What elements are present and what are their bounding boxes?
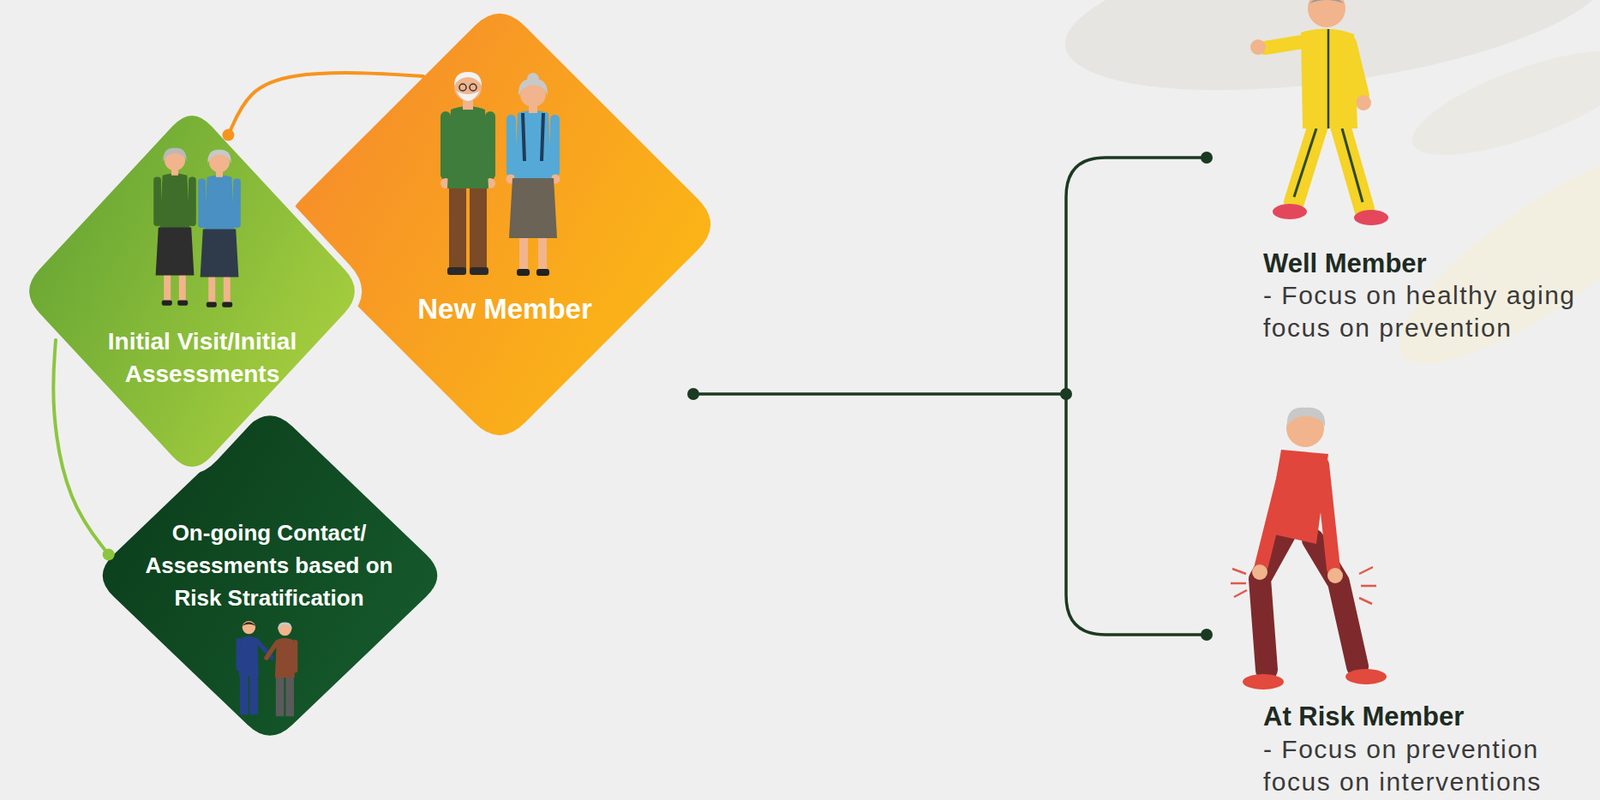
walking-man-figure <box>1294 119 1320 203</box>
node-label: Initial Visit/Initial Assessments <box>69 325 336 391</box>
walking-man-figure <box>1300 28 1358 129</box>
knee-pain-figure <box>1322 464 1334 570</box>
member-focus-note: - Focus on prevention focus on intervent… <box>1263 733 1589 799</box>
walking-man-figure <box>1307 0 1346 28</box>
walking-man-figure <box>1250 39 1266 55</box>
knee-pain-figure <box>1287 407 1325 427</box>
knee-pain-figure <box>1327 568 1343 584</box>
diamond-shape <box>101 413 440 738</box>
walking-man-figure <box>1272 203 1307 220</box>
node-text-block: Initial Visit/Initial Assessments <box>69 325 336 391</box>
walking-man-figure <box>1309 0 1344 4</box>
node-label: New Member <box>333 292 677 327</box>
bracket-dot <box>1200 151 1213 164</box>
diamond-outline <box>275 0 725 450</box>
node-label: On-going Contact/ Assessments based on R… <box>131 516 407 615</box>
branch-bracket <box>1066 157 1207 636</box>
knee-pain-figure <box>1242 674 1284 690</box>
walking-man-figure <box>1354 209 1389 226</box>
knee-pain-figure <box>1259 533 1286 671</box>
background-leaf <box>1054 0 1600 120</box>
ongoing-contact-diamond: On-going Contact/ Assessments based on R… <box>86 400 454 752</box>
member-heading: Well Member <box>1263 248 1589 280</box>
bracket-dot <box>1060 388 1073 401</box>
background-leaf <box>1401 29 1600 177</box>
walking-man-figure <box>1264 41 1307 48</box>
knee-pain-figure <box>1230 567 1377 605</box>
knee-pain-figure <box>1266 449 1329 545</box>
bracket-dot <box>687 388 700 401</box>
bracket-dot <box>1200 629 1213 642</box>
diamond-outline <box>10 95 374 487</box>
bracket-dot <box>687 151 1213 642</box>
background-leaf <box>1054 0 1600 398</box>
walking-man-figure <box>1250 0 1389 226</box>
node-text-block: New Member <box>333 292 677 327</box>
diamond-shape <box>25 112 359 471</box>
node-text-block: On-going Contact/ Assessments based on R… <box>131 516 407 615</box>
assessment-diamond: Initial Visit/Initial Assessments <box>10 95 374 487</box>
knee-pain-figure <box>1345 669 1387 685</box>
knee-pain-figure <box>1252 564 1268 581</box>
walking-man-figure <box>1294 128 1363 203</box>
member-diamond: New Member <box>275 0 725 450</box>
knee-pain-figure <box>1230 407 1387 690</box>
walking-man-figure <box>1338 119 1365 210</box>
diamond-shape <box>288 13 711 436</box>
branch-bracket <box>693 157 1207 636</box>
walking-man-figure <box>1355 95 1372 111</box>
branch-bracket <box>693 392 1067 396</box>
knee-pain-figure <box>1286 409 1325 448</box>
knee-pain-figure <box>1312 539 1358 667</box>
member-focus-note: - Focus on healthy aging focus on preven… <box>1263 279 1589 345</box>
walking-man-figure <box>1327 29 1331 129</box>
member-heading: At Risk Member <box>1263 701 1589 733</box>
walking-man-figure <box>1349 42 1363 96</box>
knee-pain-figure <box>1261 462 1288 566</box>
